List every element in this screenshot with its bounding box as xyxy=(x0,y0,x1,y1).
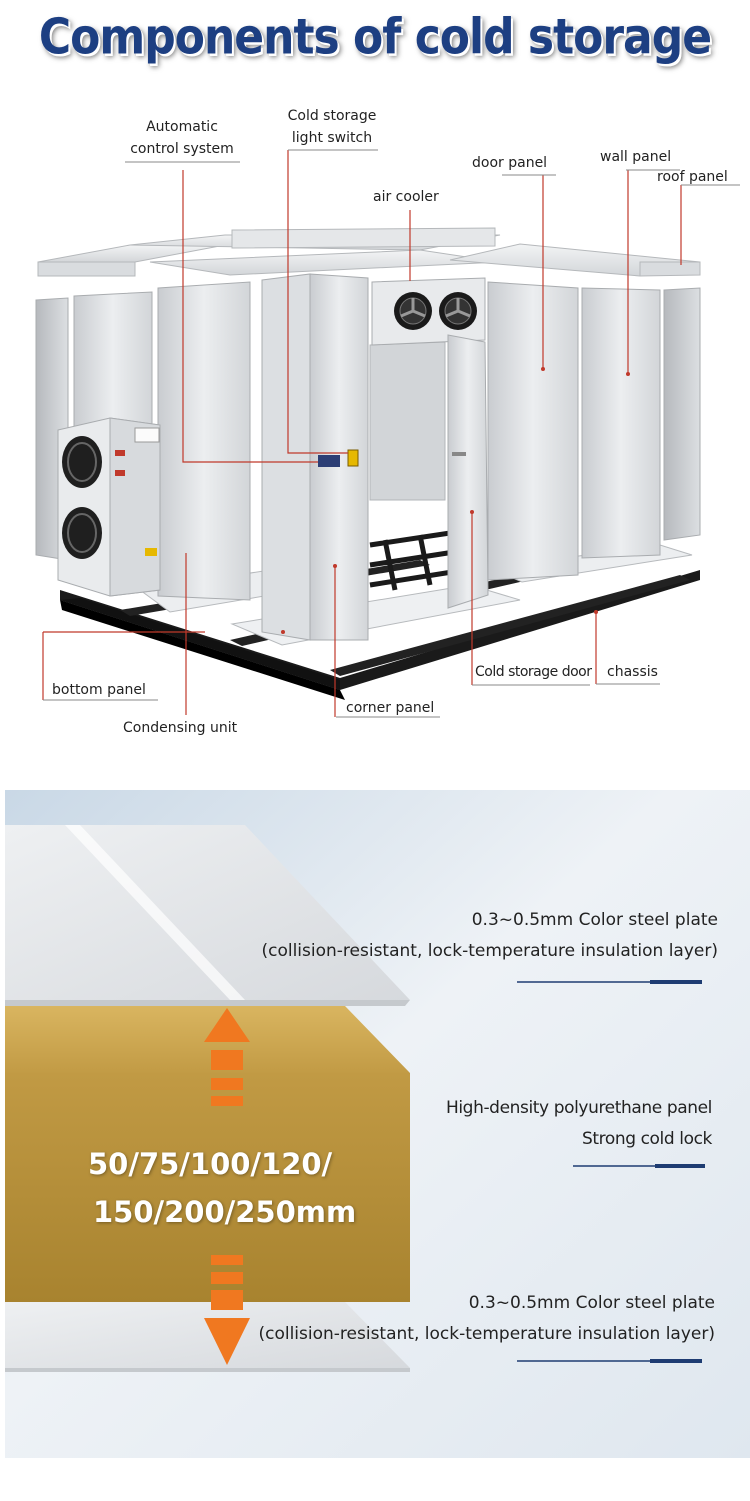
leader-lines xyxy=(42,150,682,717)
wall-panel-3 xyxy=(157,281,251,601)
label-condensing-unit: Condensing unit xyxy=(123,720,238,736)
corner-panel xyxy=(261,273,311,641)
spec-line: Strong cold lock xyxy=(581,1129,712,1149)
label-chassis: chassis xyxy=(607,664,658,680)
label-wall-panel: wall panel xyxy=(600,149,672,165)
label-corner-panel: corner panel xyxy=(346,700,435,716)
label-air-cooler: air cooler xyxy=(373,189,439,205)
wall-panel-edge xyxy=(663,287,701,541)
spec-line: (collision-resistant, lock-temperature i… xyxy=(261,941,718,961)
cold-storage-door xyxy=(447,334,489,609)
floor-grid xyxy=(369,527,491,591)
spec-line: (collision-resistant, lock-temperature i… xyxy=(258,1324,715,1344)
label-roof-panel: roof panel xyxy=(657,169,728,185)
label-line: control system xyxy=(130,141,234,157)
label-light-switch: Cold storage light switch xyxy=(276,105,388,149)
spec-line: High-density polyurethane panel xyxy=(445,1098,712,1118)
panel-layers-section xyxy=(5,790,750,1458)
label-line: light switch xyxy=(291,130,373,146)
spec-top-plate: 0.3~0.5mm Color steel plate (collision-r… xyxy=(261,905,718,967)
spec-line: 0.3~0.5mm Color steel plate xyxy=(471,910,718,930)
door-handle xyxy=(452,452,466,456)
arrow-up-icon xyxy=(204,1008,250,1106)
leader-dots xyxy=(281,367,630,634)
panel-layers-illustration xyxy=(5,790,750,1458)
control-panel xyxy=(318,455,340,467)
page-title: Components of cold storage xyxy=(38,8,712,67)
thickness-line: 50/75/100/120/ xyxy=(88,1147,333,1181)
wall-panel-right xyxy=(581,287,661,559)
fan-icon xyxy=(439,292,477,330)
light-switch xyxy=(347,449,359,467)
label-underlines xyxy=(43,149,740,718)
inner-back-wall xyxy=(369,341,446,501)
label-automatic-control-system: Automatic control system xyxy=(120,116,244,160)
spec-core: High-density polyurethane panel Strong c… xyxy=(446,1093,712,1155)
roof-panels xyxy=(37,227,701,277)
label-bottom-panel: bottom panel xyxy=(52,682,146,698)
condensing-unit xyxy=(57,417,161,597)
label-line: Cold storage xyxy=(287,108,377,124)
thickness-options: 50/75/100/120/ 150/200/250mm xyxy=(88,1140,356,1236)
label-line: Automatic xyxy=(146,119,218,135)
fan-icon xyxy=(394,292,432,330)
arrow-down-icon xyxy=(204,1255,250,1365)
thickness-line: 150/200/250mm xyxy=(93,1195,357,1229)
fan-icon xyxy=(62,507,102,559)
door-panel xyxy=(487,281,579,581)
accent-lines xyxy=(517,980,705,1363)
cold-storage-diagram xyxy=(35,149,740,718)
air-cooler xyxy=(371,277,486,346)
label-door-panel: door panel xyxy=(472,155,548,171)
spec-line: 0.3~0.5mm Color steel plate xyxy=(468,1293,715,1313)
spec-bottom-plate: 0.3~0.5mm Color steel plate (collision-r… xyxy=(258,1288,715,1350)
fan-icon xyxy=(62,436,102,488)
label-cold-storage-door: Cold storage door xyxy=(475,664,592,680)
